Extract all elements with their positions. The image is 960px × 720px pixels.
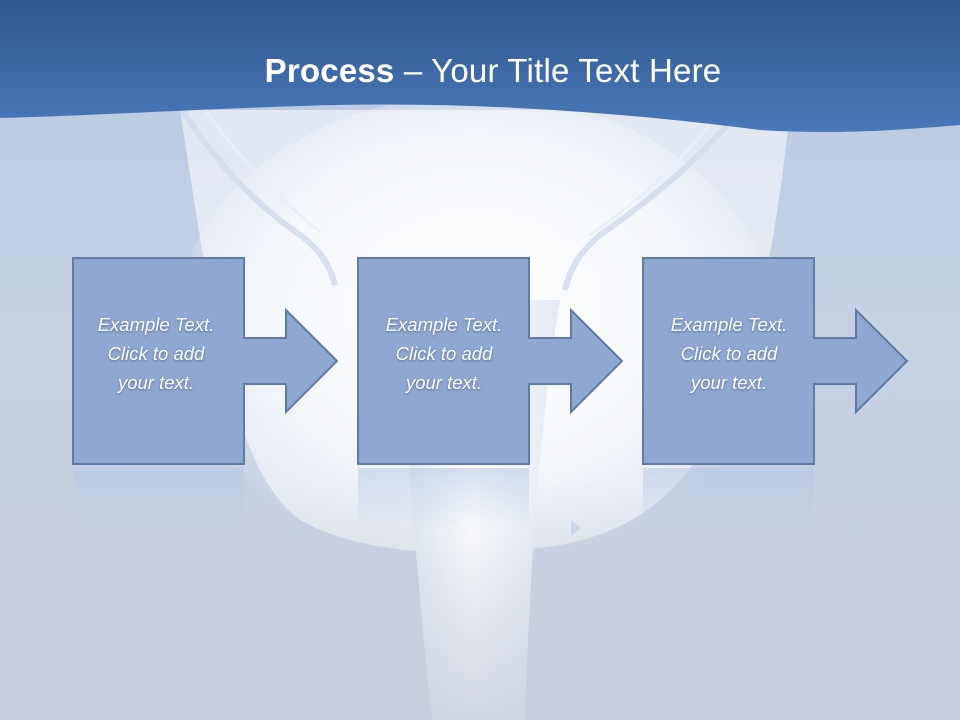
step-1-text[interactable]: Example Text. Click to add your text. [70,310,242,397]
step-3-reflection [643,468,814,528]
title-regular-text: – Your Title Text Here [394,52,722,89]
step-2-text[interactable]: Example Text. Click to add your text. [358,310,530,397]
process-step-2[interactable] [357,257,624,536]
step-text-line: your text. [117,372,195,393]
page-title[interactable]: Process – Your Title Text Here [0,52,960,90]
step-text-line: Click to add [107,343,205,364]
header-banner [0,0,960,133]
right-arrow-icon [357,257,624,465]
process-step-1[interactable] [72,257,339,536]
step-text-line: Click to add [680,343,778,364]
right-arrow-icon [642,257,909,465]
step-text-line: Example Text. [97,314,215,335]
process-step-3[interactable] [642,257,909,536]
step-text-line: your text. [690,372,768,393]
step-2-reflection [358,468,529,528]
step-text-line: your text. [405,372,483,393]
right-arrow-icon [72,257,339,465]
step-3-text[interactable]: Example Text. Click to add your text. [643,310,815,397]
title-bold-text: Process [264,52,395,89]
step-text-line: Example Text. [670,314,788,335]
step-text-line: Example Text. [385,314,503,335]
step-text-line: Click to add [395,343,493,364]
step-1-reflection [73,468,244,528]
